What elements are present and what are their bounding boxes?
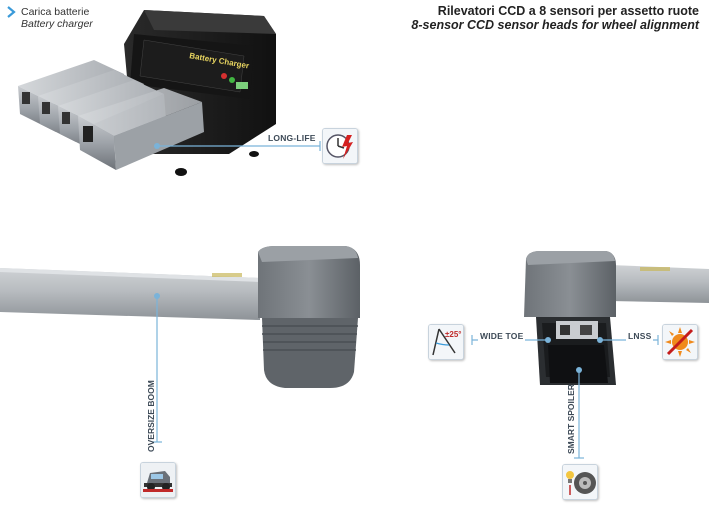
oversize-boom-callout-line — [152, 293, 162, 443]
smart-spoiler-label: SMART SPOILER — [566, 384, 576, 454]
lnss-label: LNSS — [626, 331, 654, 341]
chevron-right-icon — [7, 6, 16, 18]
oversize-boom-label: OVERSIZE BOOM — [146, 380, 156, 452]
caption-english: Battery charger — [21, 18, 93, 30]
compass-angle-icon: ±25° — [428, 324, 464, 360]
wide-toe-angle-text: ±25° — [445, 330, 462, 339]
page-title: Rilevatori CCD a 8 sensori per assetto r… — [437, 4, 699, 18]
long-life-callout-line — [154, 141, 321, 151]
caption-italian: Carica batterie — [21, 6, 90, 18]
no-sun-icon — [662, 324, 698, 360]
long-life-label: LONG-LIFE — [268, 133, 316, 143]
vehicle-lift-icon — [140, 462, 176, 498]
wheel-spoiler-icon — [562, 464, 598, 500]
battery-charger-image: Battery Charger — [18, 10, 276, 176]
clock-lightning-icon — [322, 128, 358, 164]
wide-toe-label: WIDE TOE — [478, 331, 526, 341]
smart-spoiler-callout-line — [574, 367, 584, 459]
sensor-head-oversize-boom-image — [0, 246, 360, 388]
sensor-head-wide-toe-image — [524, 251, 709, 385]
page-subtitle: 8-sensor CCD sensor heads for wheel alig… — [411, 18, 699, 32]
